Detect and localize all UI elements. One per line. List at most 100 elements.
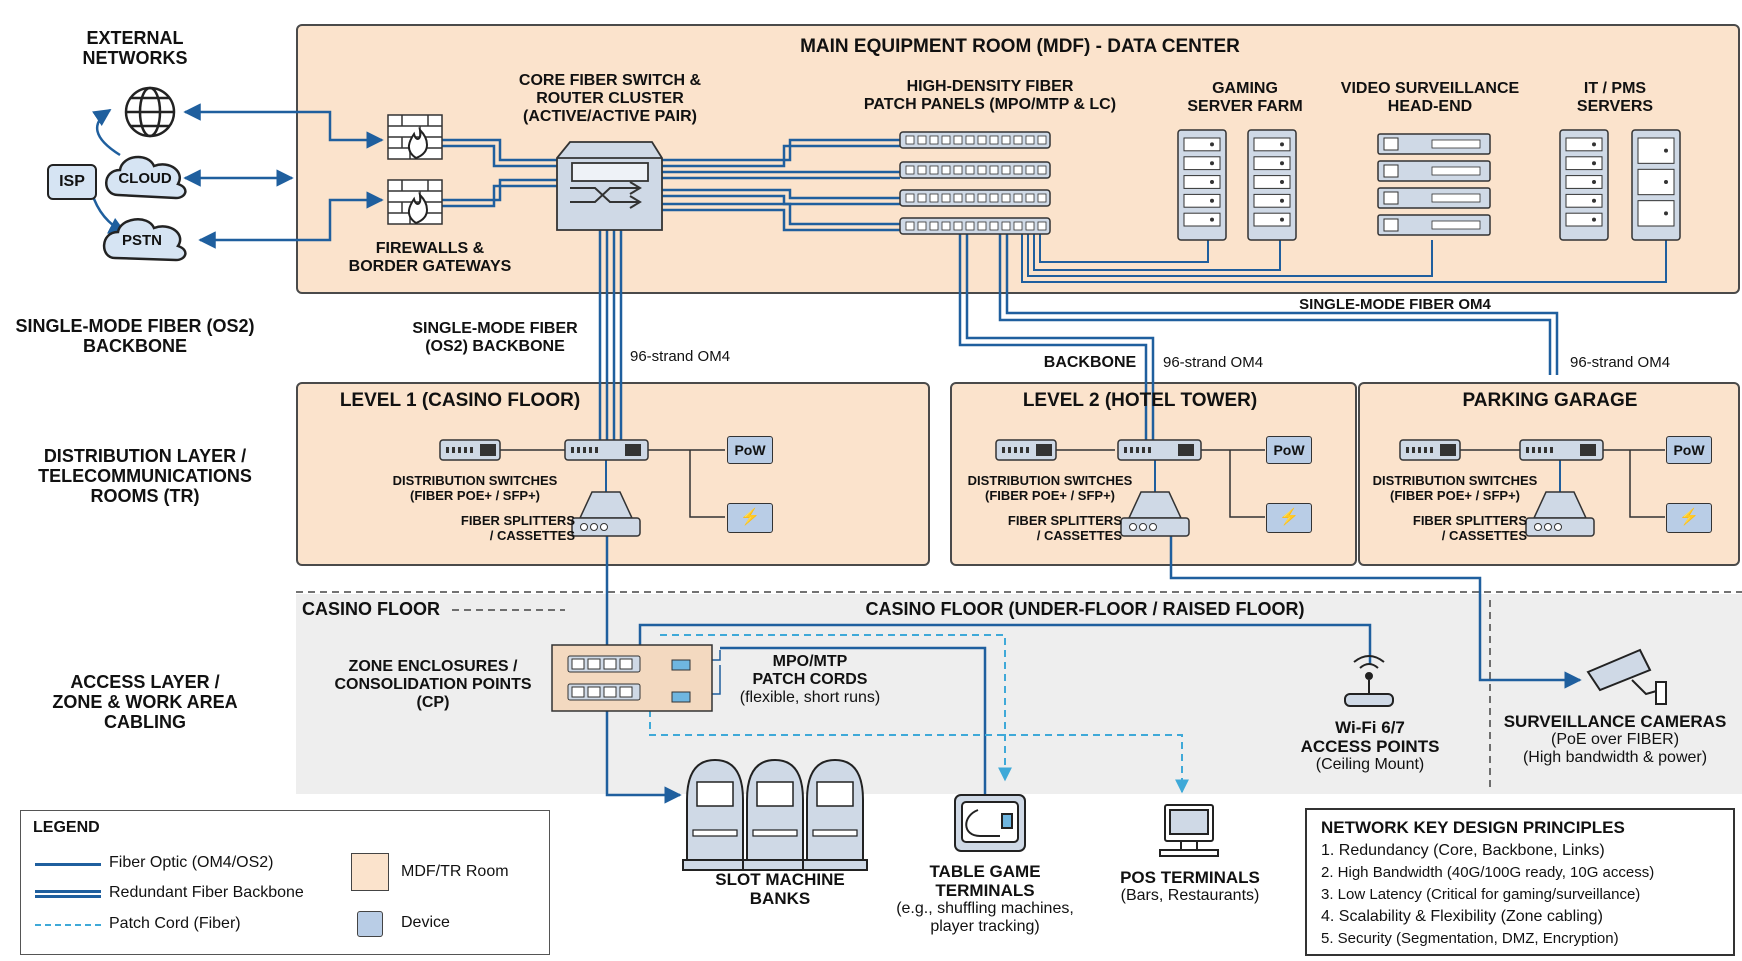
power-icon-level2: ⚡ [1266,503,1312,533]
slot-machine-icons [682,758,868,871]
principle-4: 4. Scalability & Flexibility (Zone cabli… [1321,908,1603,925]
casino-floor-left-label: CASINO FLOOR [302,599,440,619]
patch-panel-icon [899,131,1051,149]
firewalls-label: FIREWALLS &BORDER GATEWAYS [348,240,512,275]
principle-3: 3. Low Latency (Critical for gaming/surv… [1321,886,1641,903]
strand-label-3: 96-strand OM4 [1570,354,1671,371]
legend-patch-label: Patch Cord (Fiber) [109,915,241,932]
distribution-switch-icon [1399,439,1461,461]
strand-label-1: 96-strand OM4 [630,348,731,365]
cloud-label: CLOUD [118,170,172,187]
patch-panel-icon [899,217,1051,235]
slot-machine-icon [682,758,748,871]
video-recorder-icon [1377,187,1491,209]
legend-redundant-label: Redundant Fiber Backbone [109,884,304,901]
power-icon-parking: ⚡ [1666,503,1712,533]
backbone-left-label: SINGLE-MODE FIBER (OS2)BACKBONE [15,316,255,357]
surveillance-camera-icon [1586,648,1667,705]
principle-5: 5. Security (Segmentation, DMZ, Encrypti… [1321,930,1619,947]
pow-box-level2: PoW [1266,436,1312,464]
legend-device-label: Device [401,914,450,931]
server-rack-icon [1247,129,1297,241]
principle-2: 2. High Bandwidth (40G/100G ready, 10G a… [1321,864,1655,881]
server-rack-icon [1177,129,1227,241]
video-recorder-icon [1377,214,1491,236]
table-game-terminal-icon [954,794,1026,852]
room-title-parking: PARKING GARAGE [1462,390,1638,411]
firewall-icon-bottom [387,179,443,225]
fiber-splitter-icon [1525,491,1595,537]
ds-label-level1: DISTRIBUTION SWITCHES(FIBER POE+ / SFP+) [392,473,558,503]
legend-redundant-line [35,890,101,893]
video-recorder-icon [1377,133,1491,155]
pstn-label: PSTN [121,232,162,249]
legend-patch-line [35,924,101,926]
wifi-ap-icon [1344,655,1394,707]
patch-panel-icon [899,161,1051,179]
legend-device-swatch [357,911,383,937]
fs-label-level1: FIBER SPLITTERS/ CASSETTES [460,513,575,543]
core-switch-label: CORE FIBER SWITCH &ROUTER CLUSTER(ACTIVE… [518,72,702,125]
design-principles-panel: NETWORK KEY DESIGN PRINCIPLES 1. Redunda… [1305,808,1735,956]
server-racks [1177,129,1681,241]
fiber-splitter-icon [571,491,641,537]
strand-label-2: 96-strand OM4 [1163,354,1264,371]
slot-machine-icon [802,758,868,871]
legend-room-label: MDF/TR Room [401,863,509,880]
globe-icon [124,86,176,138]
mdf-title: MAIN EQUIPMENT ROOM (MDF) - DATA CENTER [800,36,1240,57]
casino-floor-zone [296,594,1742,794]
principle-1: 1. Redundancy (Core, Backbone, Links) [1321,842,1605,859]
legend-fiber-label: Fiber Optic (OM4/OS2) [109,854,274,871]
pos-terminal-icon [1159,804,1219,857]
firewall-icon-top [387,114,443,160]
cloud-icon [105,155,187,200]
pow-box-parking: PoW [1666,436,1712,464]
pstn-cloud-icon [102,218,187,262]
server-rack-icon [1631,129,1681,241]
patch-panel-icon [899,189,1051,207]
fs-label-level2: FIBER SPLITTERS/ CASSETTES [1007,513,1122,543]
distribution-switch-icon [439,439,501,461]
casino-floor-main-label: CASINO FLOOR (UNDER-FLOOR / RAISED FLOOR… [865,599,1305,619]
backbone-word-label: BACKBONE [1043,354,1137,371]
room-title-level2: LEVEL 2 (HOTEL TOWER) [1022,390,1258,411]
backbone-mid-label: SINGLE-MODE FIBER(OS2) BACKBONE [412,320,578,355]
fiber-splitter-icon [1120,491,1190,537]
legend-room-swatch [351,853,389,891]
ds-label-parking: DISTRIBUTION SWITCHES(FIBER POE+ / SFP+) [1372,473,1538,503]
server-rack-icon [1559,129,1609,241]
slot-machine-icon [742,758,808,871]
pos-terminals-label: POS TERMINALS(Bars, Restaurants) [1120,868,1260,905]
sm-om4-label: SINGLE-MODE FIBER OM4 [1299,296,1491,313]
zone-enclosures-label: ZONE ENCLOSURES /CONSOLIDATION POINTS(CP… [334,658,532,711]
surveillance-cameras-label: SURVEILLANCE CAMERAS(PoE over FIBER)(Hig… [1503,712,1727,766]
legend-panel: LEGEND Fiber Optic (OM4/OS2) Redundant F… [20,810,550,955]
distribution-switch-icon [564,439,649,461]
pow-box-level1: PoW [727,436,773,464]
patch-panels [899,131,1051,235]
zone-enclosure-icon [551,644,713,712]
legend-title: LEGEND [33,819,100,836]
room-title-level1: LEVEL 1 (CASINO FLOOR) [339,390,581,411]
ds-label-level2: DISTRIBUTION SWITCHES(FIBER POE+ / SFP+) [967,473,1133,503]
distribution-switch-icon [1117,439,1202,461]
distribution-switch-icon [995,439,1057,461]
legend-fiber-line [35,863,101,866]
distribution-switch-icon [1519,439,1604,461]
isp-label: ISP [59,173,85,190]
fs-label-parking: FIBER SPLITTERS/ CASSETTES [1412,513,1527,543]
video-recorder-icon [1377,160,1491,182]
